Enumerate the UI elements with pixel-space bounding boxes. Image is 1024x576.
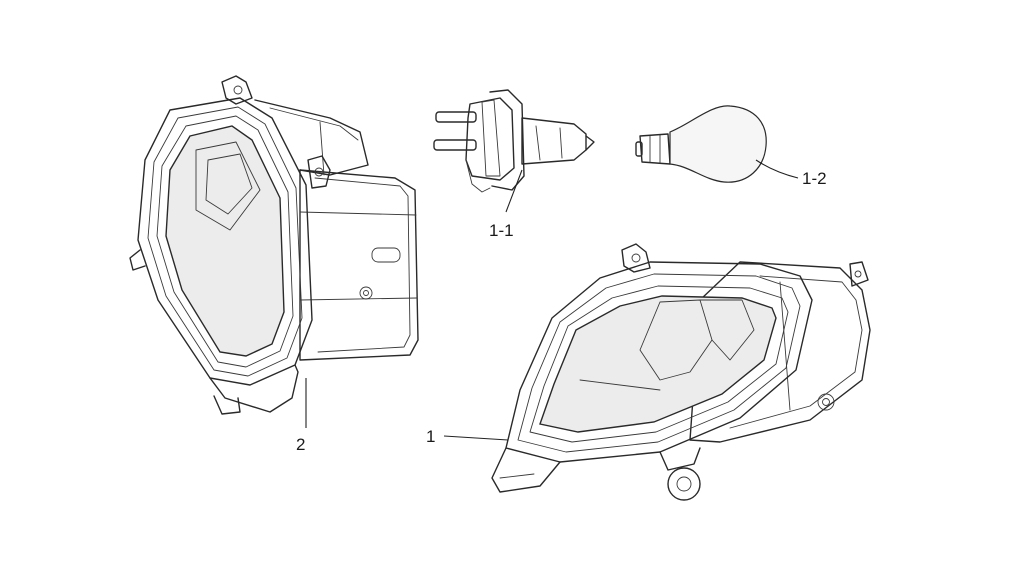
bulb-h4: [433, 89, 595, 193]
leader-line-part-1-2: [755, 159, 799, 179]
leader-line-part-1-1: [505, 169, 523, 213]
part-label-1-2: 1-2: [802, 169, 827, 188]
headlight-assembly-right: [491, 243, 871, 501]
leader-line-part-1: [443, 435, 509, 441]
part-label-1: 1: [426, 427, 436, 446]
part-label-2: 2: [296, 435, 306, 454]
bulb-bayonet: [635, 105, 767, 183]
headlight-assembly-left: [129, 75, 419, 415]
part-label-1-1: 1-1: [489, 221, 514, 240]
